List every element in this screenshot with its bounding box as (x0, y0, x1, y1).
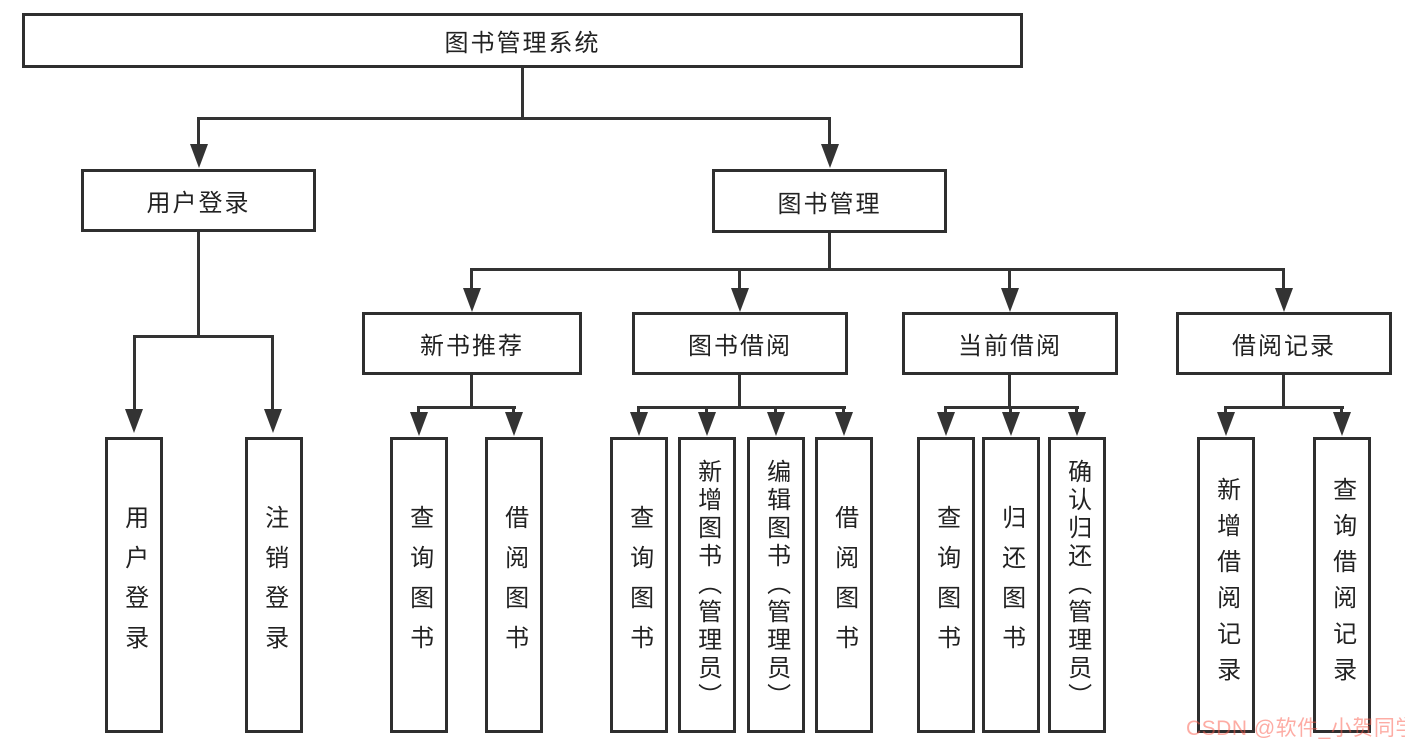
connector-line (637, 406, 846, 409)
leaf-borrow-books: 借阅图书 (815, 437, 873, 733)
leaf-edit-books-admin: 编辑图书（管理员） (747, 437, 805, 733)
leaf-add-books-admin: 新增图书（管理员） (678, 437, 736, 733)
connector-line (705, 406, 708, 414)
node-borrow-records: 借阅记录 (1176, 312, 1392, 375)
connector-line (197, 117, 831, 120)
connector-line (1008, 268, 1011, 290)
connector-line (1009, 406, 1012, 414)
connector-line (470, 268, 1284, 271)
arrow-down-icon (630, 412, 648, 436)
connector-line (828, 233, 831, 270)
arrow-down-icon (937, 412, 955, 436)
csdn-watermark: CSDN @软件_小贺同学 (1186, 717, 1405, 740)
connector-line (637, 406, 640, 414)
arrow-down-icon (463, 288, 481, 312)
arrow-down-icon (190, 144, 208, 168)
connector-line (1224, 406, 1227, 414)
arrow-down-icon (767, 412, 785, 436)
arrow-down-icon (410, 412, 428, 436)
leaf-borrow-books-recommend-label: 借阅图书 (500, 505, 528, 665)
connector-line (842, 406, 845, 414)
node-new-book-recommend: 新书推荐 (362, 312, 582, 375)
leaf-query-borrow-record: 查询借阅记录 (1313, 437, 1371, 733)
connector-line (738, 268, 741, 290)
arrow-down-icon (821, 144, 839, 168)
node-user-login: 用户登录 (81, 169, 316, 232)
leaf-add-borrow-record-label: 新增借阅记录 (1212, 477, 1240, 693)
leaf-add-books-admin-label: 新增图书（管理员） (693, 459, 721, 711)
connector-line (774, 406, 777, 414)
arrow-down-icon (698, 412, 716, 436)
connector-line (521, 68, 524, 119)
connector-line (197, 117, 200, 147)
leaf-query-books-recommend: 查询图书 (390, 437, 448, 733)
connector-line (1340, 406, 1343, 414)
leaf-borrow-books-recommend: 借阅图书 (485, 437, 543, 733)
leaf-add-borrow-record: 新增借阅记录 (1197, 437, 1255, 733)
leaf-confirm-return-admin-label: 确认归还（管理员） (1063, 459, 1091, 711)
arrow-down-icon (1217, 412, 1235, 436)
arrow-down-icon (731, 288, 749, 312)
leaf-user-login: 用户登录 (105, 437, 163, 733)
leaf-user-login-label: 用户登录 (120, 505, 148, 665)
leaf-logout: 注销登录 (245, 437, 303, 733)
node-book-management: 图书管理 (712, 169, 947, 233)
node-current-borrow: 当前借阅 (902, 312, 1118, 375)
leaf-query-books-recommend-label: 查询图书 (405, 505, 433, 665)
arrow-down-icon (1068, 412, 1086, 436)
connector-line (738, 375, 741, 408)
arrow-down-icon (125, 409, 143, 433)
leaf-logout-label: 注销登录 (260, 505, 288, 665)
node-book-borrow: 图书借阅 (632, 312, 848, 375)
connector-line (271, 335, 274, 411)
leaf-return-books-label: 归还图书 (997, 505, 1025, 665)
arrow-down-icon (505, 412, 523, 436)
connector-line (197, 232, 200, 337)
arrow-down-icon (1275, 288, 1293, 312)
node-user-login-label: 用户登录 (146, 190, 251, 217)
node-root: 图书管理系统 (22, 13, 1023, 68)
connector-line (1224, 406, 1344, 409)
connector-line (470, 375, 473, 408)
leaf-borrow-books-label: 借阅图书 (830, 505, 858, 665)
node-root-label: 图书管理系统 (444, 30, 601, 57)
node-new-book-recommend-label: 新书推荐 (420, 333, 524, 360)
leaf-edit-books-admin-label: 编辑图书（管理员） (762, 459, 790, 711)
connector-line (417, 406, 420, 414)
node-borrow-records-label: 借阅记录 (1232, 333, 1336, 360)
connector-line (133, 335, 274, 338)
connector-line (828, 117, 831, 147)
leaf-query-books-borrow-label: 查询图书 (625, 505, 653, 665)
arrow-down-icon (264, 409, 282, 433)
node-book-management-label: 图书管理 (777, 190, 882, 218)
connector-line (1282, 268, 1285, 290)
connector-line (418, 406, 516, 409)
leaf-return-books: 归还图书 (982, 437, 1040, 733)
node-current-borrow-label: 当前借阅 (958, 333, 1062, 360)
arrow-down-icon (1333, 412, 1351, 436)
leaf-query-books-current: 查询图书 (917, 437, 975, 733)
connector-line (512, 406, 515, 414)
connector-line (1008, 375, 1011, 408)
connector-line (944, 406, 947, 414)
connector-line (133, 335, 136, 411)
connector-line (1075, 406, 1078, 414)
connector-line (1282, 375, 1285, 408)
arrow-down-icon (835, 412, 853, 436)
leaf-query-books-borrow: 查询图书 (610, 437, 668, 733)
node-book-borrow-label: 图书借阅 (688, 333, 792, 360)
leaf-query-borrow-record-label: 查询借阅记录 (1328, 477, 1356, 693)
arrow-down-icon (1002, 412, 1020, 436)
arrow-down-icon (1001, 288, 1019, 312)
connector-line (470, 268, 473, 290)
leaf-confirm-return-admin: 确认归还（管理员） (1048, 437, 1106, 733)
leaf-query-books-current-label: 查询图书 (932, 505, 960, 665)
